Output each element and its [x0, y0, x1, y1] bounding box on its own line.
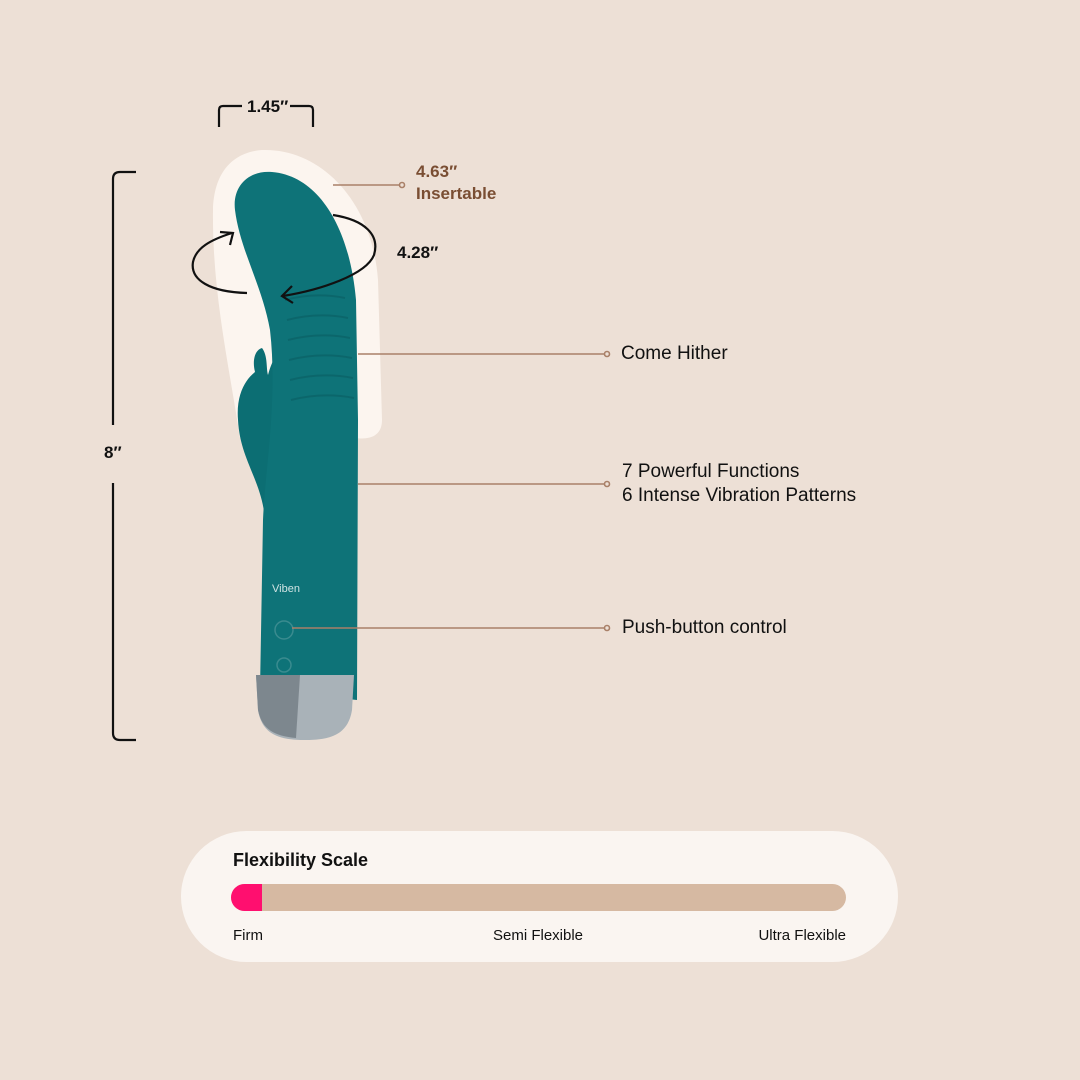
scale-label-firm: Firm: [233, 927, 263, 944]
scale-label-ultra: Ultra Flexible: [758, 927, 846, 944]
width-label: 1.45″: [247, 97, 289, 116]
mode-button-icon: [276, 657, 292, 673]
callout-come-hither: Come Hither: [621, 343, 728, 364]
flexibility-fill: [231, 884, 262, 911]
shaft: [234, 171, 358, 700]
callout-functions: 7 Powerful Functions: [622, 461, 800, 482]
flexibility-title: Flexibility Scale: [233, 850, 369, 870]
power-button-icon: [274, 620, 294, 640]
circumference-label: 4.28″: [397, 243, 439, 262]
circumference-arrow: [191, 213, 377, 298]
width-bracket: [217, 104, 315, 127]
length-label: 8″: [104, 443, 122, 462]
scale-label-semi: Semi Flexible: [493, 927, 584, 944]
callout-control: Push-button control: [622, 617, 787, 638]
insertable-length: 4.63″: [416, 162, 458, 181]
length-bracket: [111, 170, 136, 742]
brand-logo: Viben: [272, 583, 300, 595]
flexibility-track: [231, 884, 846, 911]
insertable-label: Insertable: [416, 184, 497, 203]
callout-patterns: 6 Intense Vibration Patterns: [622, 485, 857, 506]
